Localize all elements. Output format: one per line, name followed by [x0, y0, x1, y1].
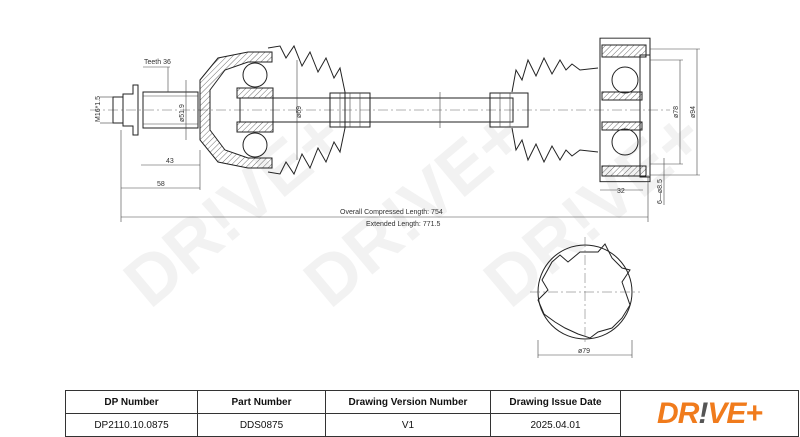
dimensions: Teeth 36 M16*1.5 ø51.9 ø69 43 58 Overall…	[95, 48, 700, 228]
svg-text:ø78: ø78	[673, 106, 680, 118]
svg-text:32: 32	[617, 188, 625, 195]
svg-text:ø69: ø69	[296, 106, 303, 118]
svg-text:58: 58	[157, 181, 165, 188]
header-issue-date: Drawing Issue Date	[490, 390, 621, 414]
svg-text:ø51.9: ø51.9	[179, 104, 186, 122]
svg-text:Teeth 36: Teeth 36	[144, 59, 171, 66]
svg-text:Overall Compressed Length: 754: Overall Compressed Length: 754	[340, 209, 443, 216]
svg-text:Extended Length: 771.5: Extended Length: 771.5	[366, 221, 440, 228]
brand-logo: DR!VE+	[620, 390, 799, 437]
shaft	[272, 92, 529, 128]
cross-section-view: ø79	[530, 237, 640, 358]
svg-text:M16*1.5: M16*1.5	[95, 96, 102, 122]
ball	[242, 62, 268, 88]
svg-text:ø79: ø79	[578, 348, 590, 355]
svg-text:ø94: ø94	[690, 106, 697, 118]
value-drawing-version: V1	[325, 413, 491, 437]
outer-joint-housing	[199, 51, 273, 169]
outer-cv-stub	[112, 84, 199, 136]
svg-text:6—ø8.5: 6—ø8.5	[657, 179, 664, 204]
value-dp-number: DP2110.10.0875	[65, 413, 198, 437]
header-part-number: Part Number	[197, 390, 326, 414]
inner-boot	[511, 56, 599, 164]
svg-text:43: 43	[166, 158, 174, 165]
inner-joint	[599, 37, 651, 183]
value-part-number: DDS0875	[197, 413, 326, 437]
title-block: DP Number Part Number Drawing Version Nu…	[65, 390, 799, 437]
header-drawing-version: Drawing Version Number	[325, 390, 491, 414]
value-issue-date: 2025.04.01	[490, 413, 621, 437]
outer-boot	[267, 44, 346, 176]
header-dp-number: DP Number	[65, 390, 198, 414]
ball	[242, 132, 268, 158]
